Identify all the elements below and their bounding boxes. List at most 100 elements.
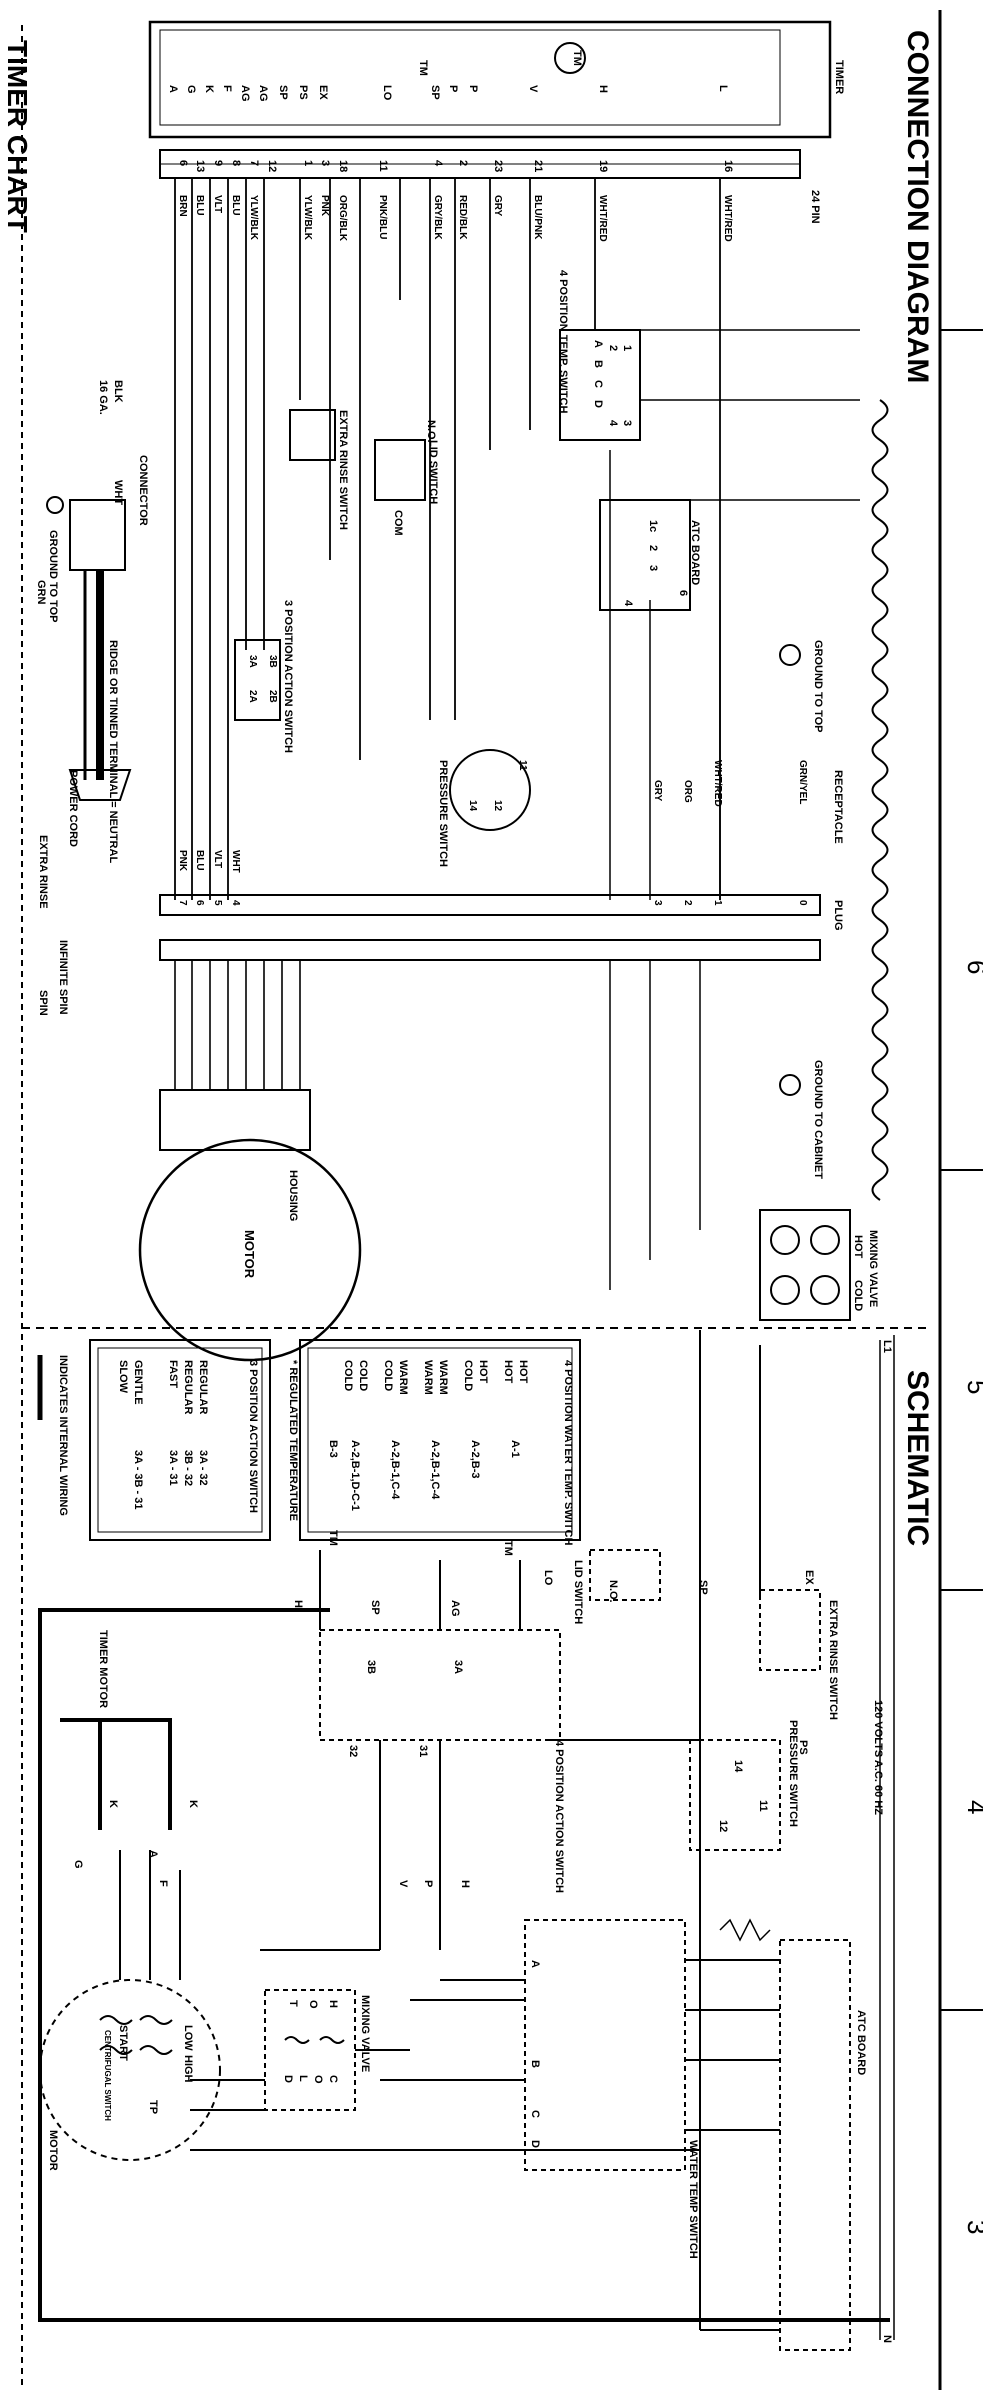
contact: 12 [492, 800, 503, 812]
legend-water-temp-box [299, 1339, 581, 1541]
receptacle-pin: 3 [652, 900, 663, 906]
pressure-switch-label: PRESSURE SWITCH [437, 760, 449, 867]
legend-cell: A-1 [509, 1440, 521, 1458]
atc-pin: 6 [677, 590, 689, 596]
contact: 14 [467, 800, 478, 812]
wire-color: GRY [492, 195, 503, 217]
pin-number: 4 [432, 160, 444, 167]
wire-color: GRN/YEL [797, 760, 808, 804]
temp-terminal: D [529, 2140, 541, 2148]
wire-color: GRY/BLK [432, 195, 443, 240]
margin-mark-4: 4 [962, 1800, 983, 1814]
timer-terminal-right: P [447, 85, 459, 92]
node-label: TM [327, 1530, 339, 1546]
timer-motor-label-schematic: TIMER MOTOR [97, 1630, 109, 1708]
contact: 3 [621, 420, 633, 426]
wht-label: WHT [112, 480, 124, 505]
legend-cell: REGULAR [197, 1360, 209, 1414]
plug-label: PLUG [832, 900, 844, 931]
atc-pins: 1c 2 3 4 6 [622, 520, 689, 607]
timer-terminal: EX [317, 85, 329, 100]
extra-rinse-chart: EXTRA RINSE [37, 835, 49, 909]
node-label: AG [449, 1600, 461, 1617]
atc-board-label: ATC BOARD [689, 520, 701, 585]
timer-terminal: LO [381, 85, 393, 101]
connector-label: CONNECTOR [137, 455, 149, 526]
pin-number: 7 [248, 160, 260, 166]
atc-pin: 1c [647, 520, 659, 532]
l1-label: L1 [881, 1340, 893, 1353]
action-contact: 3A [452, 1660, 464, 1674]
infinite-spin-chart: INFINITE SPIN [57, 940, 69, 1015]
schematic-lid-switch [589, 1549, 661, 1601]
blk-label: BLK [112, 380, 124, 403]
timer-pin-wire-labels: BRN BLU VLT BLU YLW/BLK YLW/BLK PNK ORG/… [177, 195, 733, 242]
receptacle-pin: 2 [682, 900, 693, 906]
contact: A [592, 340, 604, 348]
internal-wiring-note: INDICATES INTERNAL WIRING [57, 1355, 69, 1516]
n-label: N [881, 2335, 893, 2343]
wire-color: RED/BLK [457, 195, 468, 240]
wire-color: BRN [177, 195, 188, 217]
wire-color: ORG [682, 780, 693, 803]
sheet-frame [21, 10, 983, 2390]
legend-cell: COLD [462, 1360, 474, 1391]
atc-pin: 4 [622, 600, 634, 607]
pressure-switch-label-schematic: PRESSURE SWITCH [787, 1720, 799, 1827]
legend-water-note: * REGULATED TEMPERATURE [287, 1360, 299, 1521]
timer-box [148, 20, 832, 139]
action-contact: 3B [365, 1660, 377, 1674]
atc-pin: 3 [647, 565, 659, 571]
lid-switch-label: LID SWITCH [427, 440, 439, 504]
ps-label: PS [797, 1740, 809, 1755]
timer-terminal: PS [297, 85, 309, 100]
node-label: SP [697, 1580, 709, 1595]
valve-letter: D [282, 2075, 294, 2083]
margin-marks: 6 5 4 3 [962, 960, 983, 2234]
motor-part: LOW [182, 2025, 194, 2051]
ex-label: EX [803, 1570, 815, 1585]
valve-letter: T [287, 2000, 299, 2007]
valve-letter: O [307, 2000, 319, 2009]
valve-letter: C [327, 2075, 339, 2083]
action-switch-block [234, 639, 281, 721]
legend-cell: WARM [422, 1360, 434, 1395]
legend-cell: REGULAR [182, 1360, 194, 1414]
ground-cord-coil [871, 399, 889, 1001]
atc-board-block [599, 499, 691, 611]
lid-com-label: COM [392, 510, 404, 536]
wire-color: WHT [230, 850, 241, 873]
contact: 11 [517, 760, 528, 771]
pin-number: 1 [302, 160, 314, 166]
grn-label: GRN [35, 580, 47, 605]
contact: 3A [247, 655, 258, 668]
schematic-pressure-switch [689, 1739, 781, 1851]
schematic-atc-board [779, 1939, 851, 2351]
motor-wires [174, 960, 301, 1090]
wire-color: YLW/BLK [248, 195, 259, 241]
timer-terminal: K [203, 85, 215, 93]
wire-color: ORG/BLK [337, 195, 348, 242]
wire-color: BLU [230, 195, 241, 216]
legend-cell: HOT [477, 1360, 489, 1384]
timer-terminal-right: V [527, 85, 539, 93]
wire-color: BLU [194, 850, 205, 871]
plug-block [159, 939, 821, 961]
wire-color: WHT/RED [712, 760, 723, 807]
schematic [38, 1330, 890, 2351]
valve-hot-label: HOT [852, 1235, 864, 1259]
legend-cell: 3A - 3B - 31 [132, 1450, 144, 1510]
legend-text: 4 POSITION WATER TEMP. SWITCH HOT HOT A-… [57, 1355, 574, 1545]
temp-terminal: C [529, 2110, 541, 2118]
timer-terminal-right: TM [417, 60, 429, 76]
wire-color: VLT [212, 850, 223, 868]
legend-cell: COLD [357, 1360, 369, 1391]
receptacle-pin: 7 [177, 900, 188, 906]
node-label: LO [542, 1570, 554, 1586]
pressure-contact: 14 [732, 1760, 744, 1773]
margin-mark-3: 3 [962, 2220, 983, 2234]
action-contact: 31 [417, 1745, 429, 1757]
action-switch-label: 3 POSITION ACTION SWITCH [282, 600, 294, 753]
ground-terminal-top-left [46, 496, 64, 514]
